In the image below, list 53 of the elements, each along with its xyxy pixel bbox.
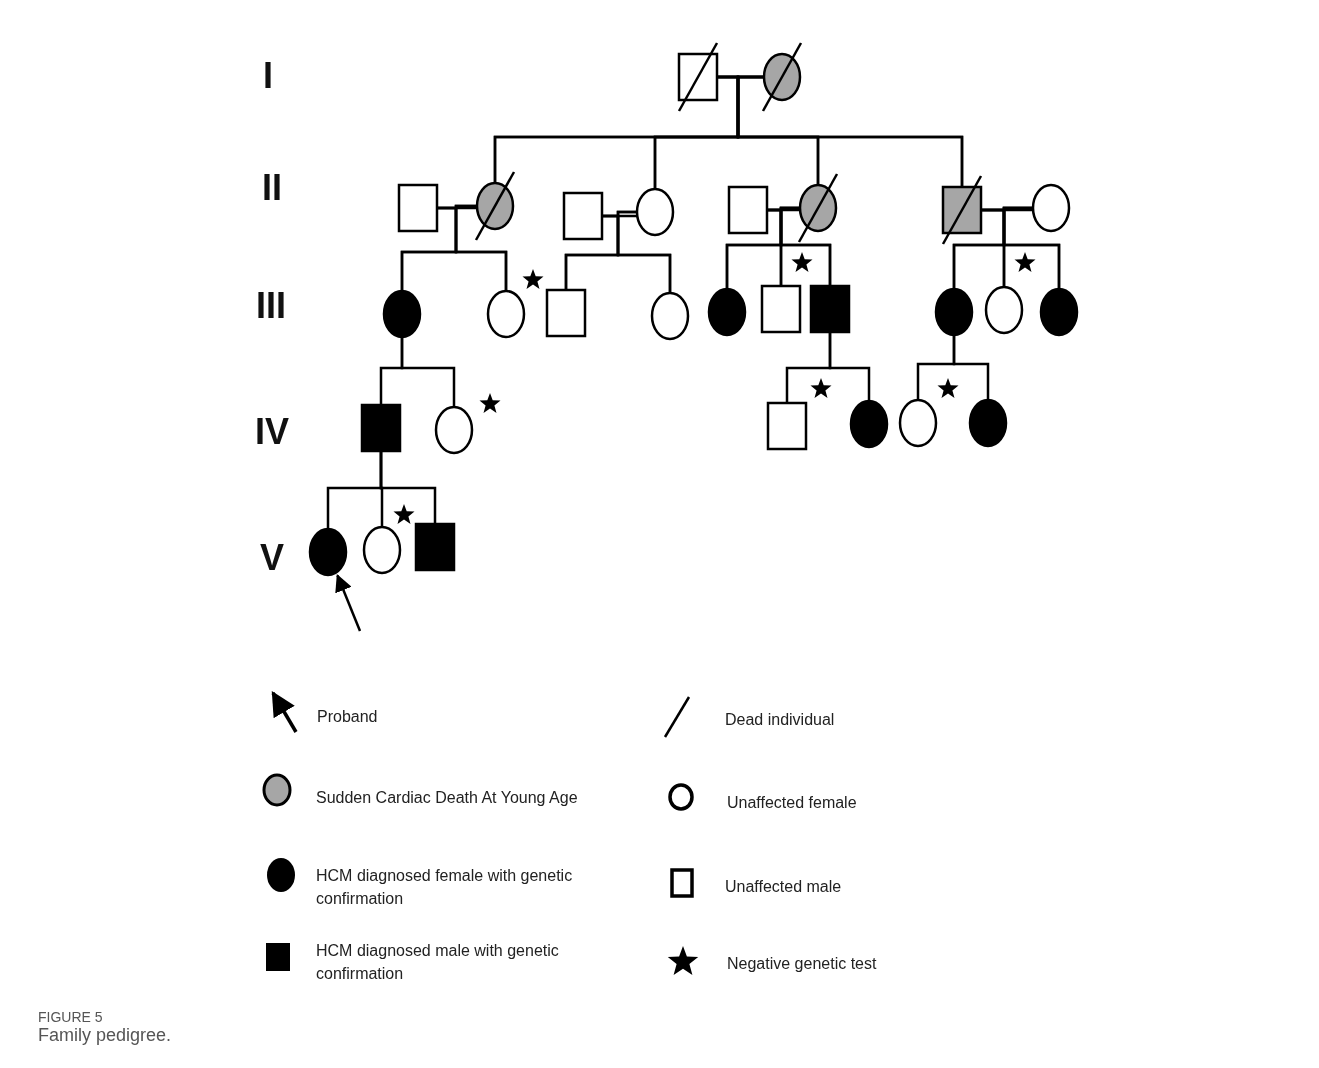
descent-line — [379, 451, 437, 524]
descent-line — [616, 210, 672, 293]
female-symbol — [434, 405, 474, 455]
female-symbol — [486, 289, 526, 339]
generation-label: V — [260, 538, 284, 578]
male-symbol — [414, 522, 456, 572]
female-symbol — [650, 291, 690, 341]
proband-arrow — [335, 573, 362, 632]
female-symbol — [382, 289, 422, 339]
female-symbol — [849, 399, 889, 449]
female-symbol — [984, 285, 1024, 335]
male-symbol — [677, 42, 719, 112]
legend-text: Unaffected female — [727, 793, 858, 813]
descent-line — [454, 204, 508, 291]
caption: Family pedigree. — [38, 1024, 172, 1047]
female-symbol — [968, 398, 1008, 448]
figure-number: FIGURE 5 — [38, 1008, 103, 1027]
female-symbol — [797, 173, 839, 243]
female-symbol — [761, 42, 803, 112]
generation-label: III — [256, 286, 286, 326]
female-symbol — [474, 171, 516, 241]
female-symbol — [934, 287, 974, 337]
female-symbol — [308, 527, 348, 577]
legend-text: Proband — [317, 707, 379, 727]
male-symbol — [760, 284, 802, 334]
male-symbol — [397, 183, 439, 233]
descent-line — [828, 332, 871, 401]
male-symbol — [727, 185, 769, 235]
legend-text: Sudden Cardiac Death At Young Age — [316, 788, 579, 808]
descent-line — [779, 206, 832, 286]
male-symbol — [809, 284, 851, 334]
legend-text: Unaffected male — [725, 877, 843, 897]
legend-text: HCM diagnosed male with genetic confirmation — [316, 941, 560, 984]
male-symbol — [766, 401, 808, 451]
male-symbol — [562, 191, 604, 241]
female-symbol — [898, 398, 938, 448]
legend-text: Negative genetic test — [727, 954, 878, 974]
male-symbol — [941, 175, 983, 245]
male-symbol — [360, 403, 402, 453]
female-symbol — [635, 187, 675, 237]
male-symbol — [545, 288, 587, 338]
legend-text: Dead individual — [725, 710, 836, 730]
female-symbol — [362, 525, 402, 575]
generation-label: IV — [255, 412, 289, 452]
female-symbol — [707, 287, 747, 337]
female-symbol — [1039, 287, 1079, 337]
descent-line — [1002, 206, 1061, 289]
generation-label: II — [262, 168, 282, 208]
female-symbol — [1031, 183, 1071, 233]
descent-line — [952, 335, 990, 400]
descent-line — [400, 337, 456, 407]
generation-label: I — [263, 56, 273, 96]
legend-text: HCM diagnosed female with genetic confirmation — [316, 866, 574, 909]
